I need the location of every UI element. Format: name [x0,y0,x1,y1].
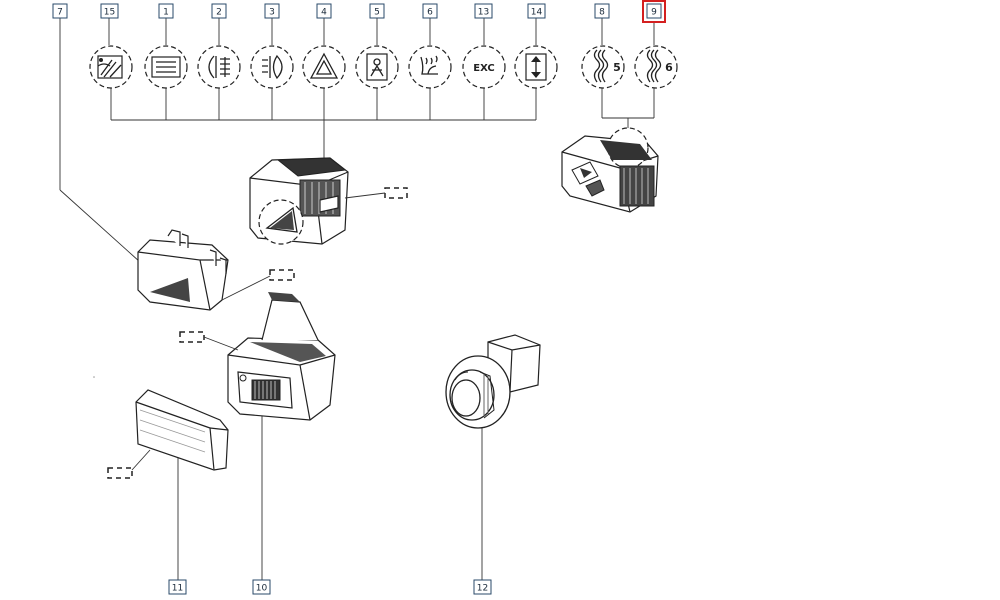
up-down-arrow-icon [514,45,558,89]
rear-fog-icon [197,45,241,89]
svg-text:6: 6 [665,61,673,74]
svg-text:11: 11 [172,584,183,594]
callout-15[interactable]: 15 [100,3,119,19]
rocker-leaders [601,18,655,130]
svg-text:4: 4 [321,8,327,18]
callout-1[interactable]: 1 [158,3,174,19]
rotary-knob-part-12 [445,334,541,429]
clip-marker-1 [384,187,408,199]
clip-leader-11 [131,449,151,471]
svg-text:7: 7 [57,8,63,18]
callout-14[interactable]: 14 [527,3,546,19]
rear-wiper-icon [89,45,133,89]
callout-11[interactable]: 11 [168,579,187,595]
callout-9-highlight [642,0,666,23]
callout-6[interactable]: 6 [422,3,438,19]
clip-leader-1 [344,192,386,199]
callout-13[interactable]: 13 [474,3,493,19]
svg-text:8: 8 [599,8,605,18]
callout-4[interactable]: 4 [316,3,332,19]
callout-7[interactable]: 7 [52,3,68,19]
icon-row-leaders [108,18,537,160]
svg-text:6: 6 [427,8,433,18]
svg-text:13: 13 [478,8,489,18]
callout-5[interactable]: 5 [369,3,385,19]
rocker-switch-6-icon: 6 [634,45,678,89]
callout-3[interactable]: 3 [264,3,280,19]
svg-text:10: 10 [256,584,268,594]
svg-text:12: 12 [477,584,488,594]
clip-leader-10 [203,336,239,351]
heated-seat-icon [408,45,452,89]
hazard-icon [302,45,346,89]
svg-text:14: 14 [531,8,543,18]
svg-text:EXC: EXC [473,63,495,74]
callout-10[interactable]: 10 [252,579,271,595]
rear-defrost-icon [144,45,188,89]
svg-text:2: 2 [216,8,222,18]
callout-2[interactable]: 2 [211,3,227,19]
svg-text:9: 9 [651,8,657,18]
svg-text:15: 15 [104,8,115,18]
rocker-switch-5-icon: 5 [581,45,625,89]
blank-cover-part-7 [137,229,229,311]
exc-icon: EXC [462,45,506,89]
callout-9[interactable]: 9 [642,0,666,23]
clip-leader-7 [221,275,271,301]
trim-bezel-part-11 [135,389,229,471]
rocker-switch-part-8-9 [561,127,659,213]
switch-body-part [249,157,349,245]
front-fog-icon [250,45,294,89]
clip-marker-10 [179,331,205,343]
svg-text:5: 5 [374,8,380,18]
clip-marker-7 [269,269,295,281]
stray-mark [93,376,95,378]
svg-text:3: 3 [269,8,275,18]
callout-12[interactable]: 12 [473,579,492,595]
svg-text:1: 1 [163,8,169,18]
child-lock-icon [355,45,399,89]
leader-7b [59,189,141,263]
dimmer-switch-part-10 [227,292,336,421]
callout-8[interactable]: 8 [594,3,610,19]
svg-text:5: 5 [613,61,621,74]
clip-marker-11 [107,467,133,479]
